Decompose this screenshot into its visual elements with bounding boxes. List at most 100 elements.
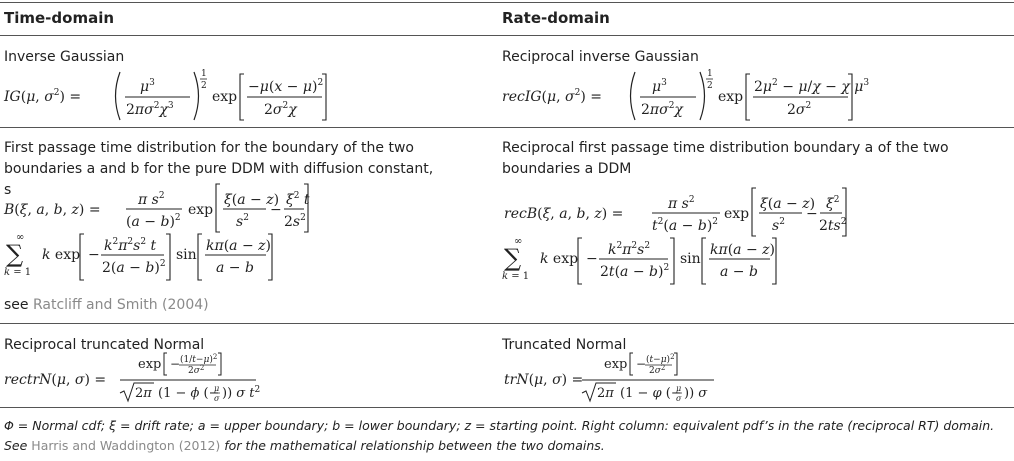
svg-text:)) σ: )) σ bbox=[684, 386, 708, 401]
svg-text:2σ2: 2σ2 bbox=[787, 101, 811, 118]
svg-text:sin: sin bbox=[680, 251, 701, 267]
svg-text:(1 − φ (−: (1 − φ (− bbox=[620, 386, 682, 401]
svg-text:2σ2: 2σ2 bbox=[188, 364, 204, 376]
svg-text:∞: ∞ bbox=[514, 236, 522, 247]
row3-time-formula-svg: rectrN(μ, σ) = exp − (1/t−μ)2 2σ2 2π (1 … bbox=[4, 352, 260, 403]
footnote-text: Φ = Normal cdf; ξ = drift rate; a = uppe… bbox=[4, 418, 995, 453]
row3-rate-description: Truncated Normal bbox=[502, 337, 627, 353]
svg-text:π s2: π s2 bbox=[137, 191, 165, 208]
row3-rate-formula-svg: trN(μ, σ) = exp − (t−μ)2 2σ2 2π (1 − φ (… bbox=[504, 352, 714, 403]
row2-rate-description: Reciprocal first passage time distributi… bbox=[502, 140, 949, 177]
svg-text:a − b: a − b bbox=[216, 260, 254, 276]
svg-text:2σ2: 2σ2 bbox=[649, 364, 665, 376]
svg-text:2πσ2χ3: 2πσ2χ3 bbox=[126, 101, 174, 118]
svg-text:k = 1: k = 1 bbox=[502, 271, 529, 282]
svg-text:IG(μ, σ2) =: IG(μ, σ2) = bbox=[3, 88, 81, 105]
harris-waddington-link[interactable]: Harris and Waddington (2012) bbox=[31, 438, 221, 453]
svg-text:2πσ2χ: 2πσ2χ bbox=[641, 101, 684, 118]
header-rule bbox=[0, 35, 1014, 36]
svg-text:exp: exp bbox=[138, 357, 161, 372]
svg-text:2t(a − b)2: 2t(a − b)2 bbox=[600, 263, 669, 280]
svg-text:2s2: 2s2 bbox=[284, 213, 306, 230]
table-top-rule bbox=[0, 2, 1014, 3]
header-time-domain: Time-domain bbox=[4, 9, 115, 27]
svg-text:2π: 2π bbox=[597, 386, 614, 401]
footnote-tail: for the mathematical relationship betwee… bbox=[220, 438, 605, 453]
row2-time-formula: B(ξ, a, b, z) = π s2 (a − b)2 exp ξ(a − … bbox=[3, 180, 314, 284]
svg-text:exp: exp bbox=[604, 357, 627, 372]
svg-text:k exp: k exp bbox=[42, 247, 80, 263]
svg-text:−μ(x − μ)2: −μ(x − μ)2 bbox=[248, 78, 323, 95]
row3-rate-formula: trN(μ, σ) = exp − (t−μ)2 2σ2 2π (1 − φ (… bbox=[502, 351, 732, 409]
row1-rate-formula-svg: recIG(μ, σ2) = μ3 2πσ2χ 1 2 exp 2μ2 − μ/… bbox=[502, 69, 869, 121]
see-prefix: see bbox=[4, 297, 33, 313]
svg-text:2π: 2π bbox=[135, 386, 152, 401]
row2-time-description: First passage time distribution for the … bbox=[4, 140, 434, 198]
svg-text:rectrN(μ, σ) =: rectrN(μ, σ) = bbox=[4, 372, 106, 388]
svg-text:kπ(a − z): kπ(a − z) bbox=[710, 242, 775, 258]
svg-text:−: − bbox=[586, 251, 598, 267]
svg-text:−: − bbox=[806, 206, 818, 222]
row-rule-2 bbox=[0, 323, 1014, 324]
row1-time-formula-svg: IG(μ, σ2) = μ3 2πσ2χ3 1 2 exp −μ(x − μ)2… bbox=[3, 69, 327, 121]
svg-text:k = 1: k = 1 bbox=[4, 267, 31, 278]
svg-text:π s2: π s2 bbox=[667, 195, 695, 212]
table-footnote: Φ = Normal cdf; ξ = drift rate; a = uppe… bbox=[4, 416, 1010, 456]
svg-text:μ3: μ3 bbox=[140, 78, 155, 95]
svg-text:(1/t−μ)2: (1/t−μ)2 bbox=[180, 353, 217, 365]
svg-text:k exp: k exp bbox=[540, 251, 578, 267]
svg-text:μ3: μ3 bbox=[652, 78, 667, 95]
svg-text:kπ(a − z): kπ(a − z) bbox=[206, 238, 271, 254]
svg-text:s2: s2 bbox=[772, 217, 785, 234]
svg-text:∑: ∑ bbox=[6, 240, 23, 268]
row2-rate-formula: recB(ξ, a, b, z) = π s2 t2(a − b)2 exp ξ… bbox=[502, 184, 852, 288]
svg-text:a − b: a − b bbox=[720, 264, 758, 280]
svg-text:2: 2 bbox=[707, 81, 713, 91]
svg-text:(a − b)2: (a − b)2 bbox=[126, 213, 181, 230]
svg-text:exp: exp bbox=[188, 202, 213, 218]
svg-text:σ: σ bbox=[676, 394, 682, 403]
row2-see-reference: see Ratcliff and Smith (2004) bbox=[4, 295, 209, 316]
table-bottom-rule bbox=[0, 407, 1014, 408]
row1-rate-description: Reciprocal inverse Gaussian bbox=[502, 49, 699, 65]
svg-text:μ: μ bbox=[214, 384, 219, 393]
ratcliff-smith-link[interactable]: Ratcliff and Smith (2004) bbox=[32, 297, 209, 313]
svg-text:−: − bbox=[636, 357, 646, 371]
svg-text:−: − bbox=[170, 357, 180, 371]
row2-rate-formula-svg: recB(ξ, a, b, z) = π s2 t2(a − b)2 exp ξ… bbox=[502, 187, 847, 285]
svg-text:σ: σ bbox=[214, 394, 220, 403]
svg-text:−: − bbox=[270, 202, 282, 218]
svg-text:trN(μ, σ) =: trN(μ, σ) = bbox=[504, 372, 583, 388]
svg-text:ξ(a − z): ξ(a − z) bbox=[760, 196, 815, 212]
svg-text:ξ2: ξ2 bbox=[826, 195, 839, 212]
row1-time-description: Inverse Gaussian bbox=[4, 49, 125, 65]
svg-text:2(a − b)2: 2(a − b)2 bbox=[102, 259, 166, 276]
svg-text:ξ(a − z): ξ(a − z) bbox=[224, 192, 279, 208]
svg-text:exp: exp bbox=[724, 206, 749, 222]
row1-rate-formula: recIG(μ, σ2) = μ3 2πσ2χ 1 2 exp 2μ2 − μ/… bbox=[502, 66, 869, 128]
svg-text:k2π2s2: k2π2s2 bbox=[608, 241, 650, 258]
svg-text:B(ξ, a, b, z) =: B(ξ, a, b, z) = bbox=[3, 202, 101, 218]
row2-time-formula-svg: B(ξ, a, b, z) = π s2 (a − b)2 exp ξ(a − … bbox=[3, 183, 310, 281]
svg-text:2ts2: 2ts2 bbox=[819, 217, 846, 234]
svg-text:(1 − ϕ (−: (1 − ϕ (− bbox=[158, 386, 219, 401]
svg-text:ξ2 t: ξ2 t bbox=[286, 191, 310, 208]
svg-text:exp: exp bbox=[212, 89, 237, 105]
row-rule-1 bbox=[0, 127, 1014, 128]
row3-time-formula: rectrN(μ, σ) = exp − (1/t−μ)2 2σ2 2π (1 … bbox=[4, 351, 264, 409]
svg-text:recIG(μ, σ2) =: recIG(μ, σ2) = bbox=[502, 88, 602, 105]
svg-text:recB(ξ, a, b, z) =: recB(ξ, a, b, z) = bbox=[504, 206, 623, 222]
svg-text:s2: s2 bbox=[236, 213, 249, 230]
svg-text:(t−μ)2: (t−μ)2 bbox=[646, 353, 675, 365]
header-rate-domain: Rate-domain bbox=[502, 9, 610, 27]
svg-text:exp: exp bbox=[718, 89, 743, 105]
row3-time-description: Reciprocal truncated Normal bbox=[4, 337, 205, 353]
svg-text:1: 1 bbox=[201, 69, 207, 79]
svg-text:)) σ t2: )) σ t2 bbox=[222, 385, 260, 401]
svg-text:∞: ∞ bbox=[16, 232, 24, 243]
svg-text:2σ2χ: 2σ2χ bbox=[264, 101, 298, 118]
svg-text:μ: μ bbox=[676, 384, 681, 393]
svg-text:k2π2s2 t: k2π2s2 t bbox=[104, 237, 157, 254]
svg-text:∑: ∑ bbox=[504, 244, 521, 272]
